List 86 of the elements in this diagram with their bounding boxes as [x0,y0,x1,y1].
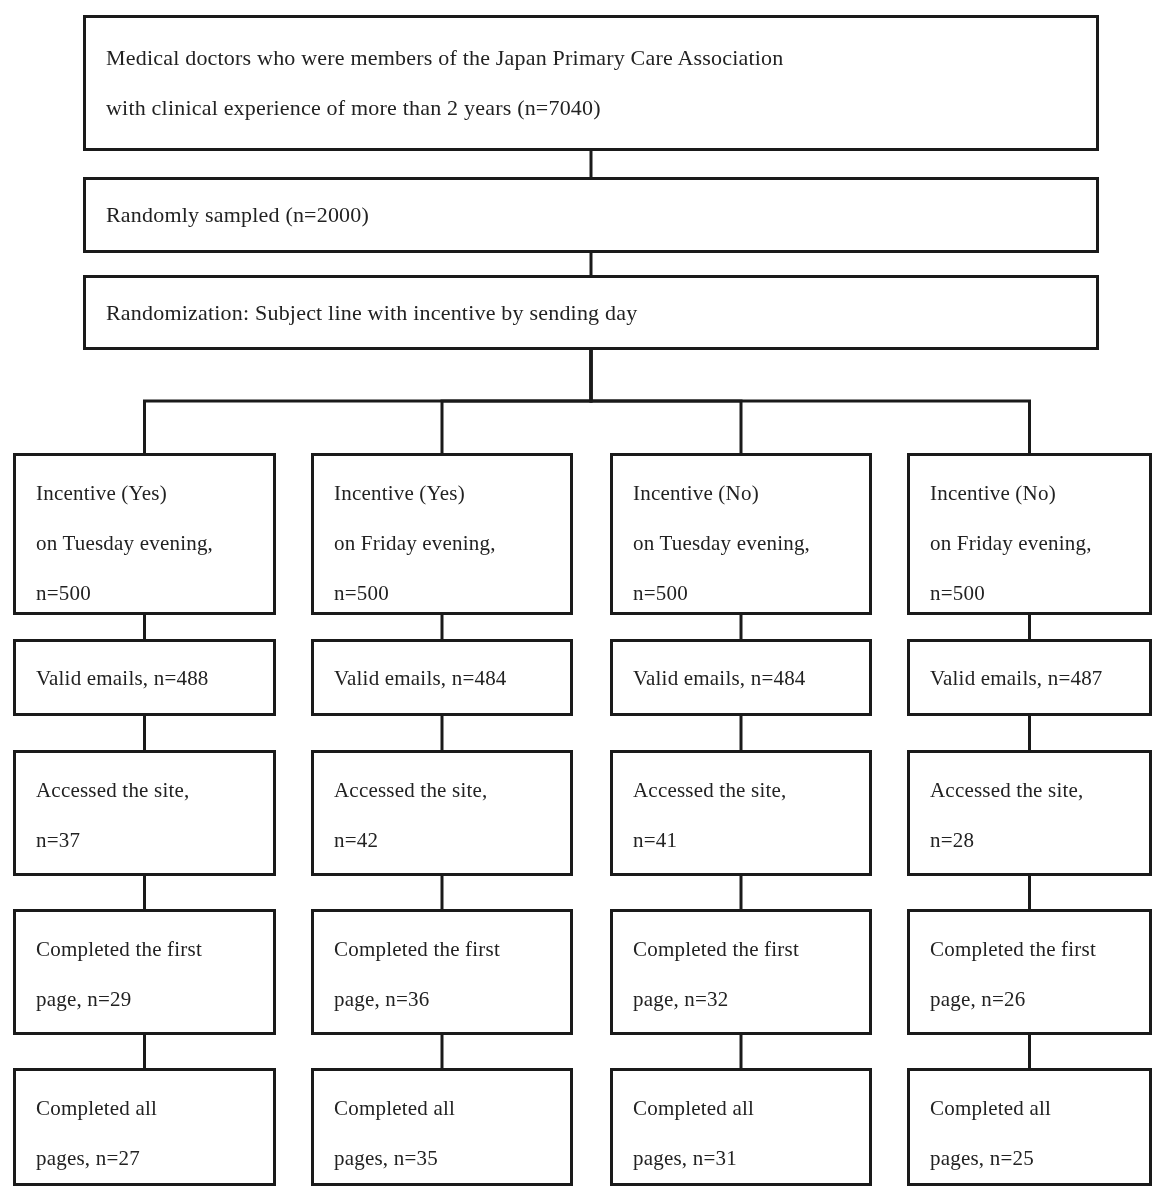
process-box [907,909,1152,1035]
process-box [311,750,573,876]
process-box [610,639,872,716]
connector-line [739,876,743,909]
box-text: Valid emails, n=488 [36,664,210,692]
box-text: pages, n=25 [930,1145,1035,1172]
process-box [907,453,1152,615]
process-box [83,15,1099,151]
box-text: pages, n=27 [36,1145,141,1172]
connector-line [440,1035,444,1068]
connector-line [440,876,444,909]
process-box [83,275,1099,350]
connector-line [589,350,1031,453]
process-box [311,453,573,615]
box-text: Completed all [930,1095,1052,1122]
box-text: on Tuesday evening, [633,530,812,557]
process-box [610,453,872,615]
box-text: pages, n=31 [633,1145,738,1172]
process-box [13,909,276,1035]
process-box [610,1068,872,1186]
process-box [311,909,573,1035]
box-text: page, n=32 [633,986,730,1013]
connector-line [143,876,146,909]
box-text: Incentive (Yes) [334,480,466,507]
process-box [907,1068,1152,1186]
box-text: on Tuesday evening, [36,530,215,557]
connector-line [589,253,593,275]
box-text: Completed the first [36,936,203,963]
box-text: Completed the first [633,936,800,963]
process-box [311,1068,573,1186]
box-text: Completed all [36,1095,158,1122]
box-text: Medical doctors who were members of the Japan Primary Care Association [106,44,785,72]
box-text: Accessed the site, [36,777,191,804]
box-text: Completed the first [334,936,501,963]
connector-line [440,716,444,750]
box-text: pages, n=35 [334,1145,439,1172]
box-text: on Friday evening, [930,530,1093,557]
box-text: Incentive (No) [930,480,1057,507]
process-box [907,639,1152,716]
box-text: Incentive (No) [633,480,760,507]
box-text: n=42 [334,827,380,854]
box-text: with clinical experience of more than 2 years (n=7040) [106,94,602,122]
box-text: page, n=29 [36,986,133,1013]
box-text: n=37 [36,827,82,854]
process-box [907,750,1152,876]
box-text: Randomization: Subject line with incentive by sending day [106,298,639,327]
connector-line [589,151,593,177]
box-text: Randomly sampled (n=2000) [106,201,371,229]
connector-line [143,1035,146,1068]
connector-line [739,615,743,639]
box-text: Valid emails, n=487 [930,664,1104,692]
box-text: Incentive (Yes) [36,480,168,507]
box-text: n=41 [633,827,679,854]
box-text: Accessed the site, [334,777,489,804]
box-text: Completed all [633,1095,755,1122]
box-text: Valid emails, n=484 [334,664,508,692]
process-box [13,750,276,876]
box-text: n=500 [633,580,689,607]
process-box [610,909,872,1035]
box-text: page, n=36 [334,986,431,1013]
connector-line [1028,615,1031,639]
process-box [13,639,276,716]
box-text: n=500 [36,580,92,607]
box-text: Completed all [334,1095,456,1122]
box-text: n=500 [930,580,986,607]
connector-line [1028,876,1031,909]
process-box [610,750,872,876]
box-text: Accessed the site, [633,777,788,804]
process-box [83,177,1099,253]
process-box [13,1068,276,1186]
box-text: n=28 [930,827,976,854]
connector-line [440,615,444,639]
box-text: Accessed the site, [930,777,1085,804]
connector-line [739,716,743,750]
process-box [13,453,276,615]
box-text: on Friday evening, [334,530,497,557]
connector-line [1028,1035,1031,1068]
connector-line [1028,716,1031,750]
box-text: page, n=26 [930,986,1027,1013]
box-text: n=500 [334,580,390,607]
connector-line [739,1035,743,1068]
box-text: Valid emails, n=484 [633,664,807,692]
connector-line [143,615,146,639]
box-text: Completed the first [930,936,1097,963]
process-box [311,639,573,716]
connector-line [143,716,146,750]
